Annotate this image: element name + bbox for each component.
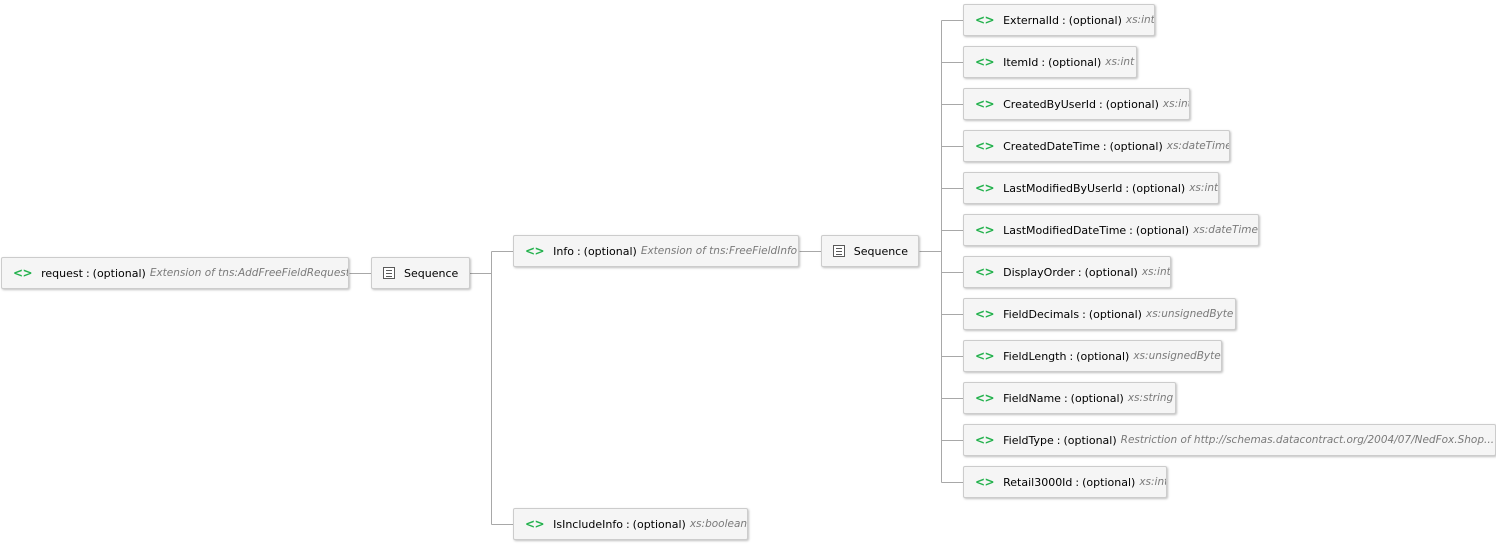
element-node-lastmodifiedbyuserid[interactable]: <> LastModifiedByUserId:(optional)xs:int — [963, 172, 1219, 204]
element-type: xs:int — [1162, 98, 1190, 110]
connector-seq2-children — [941, 20, 963, 483]
element-name: CreatedDateTime — [1003, 139, 1100, 153]
element-node-fieldlength[interactable]: <> FieldLength:(optional)xs:unsignedByte — [963, 340, 1222, 372]
element-type: Extension of tns:AddFreeFieldRequest — [149, 267, 349, 279]
element-optional: (optional) — [1048, 55, 1102, 69]
separator: : — [1102, 139, 1107, 153]
separator: : — [1082, 307, 1086, 321]
sequence-node-2[interactable]: Sequence — [821, 235, 919, 267]
element-icon: <> — [975, 139, 995, 153]
separator: : — [1129, 223, 1133, 237]
element-name: CreatedByUserId — [1003, 97, 1096, 111]
element-node-retail3000id[interactable]: <> Retail3000Id:(optional)xs:int — [963, 466, 1167, 498]
element-node-request[interactable]: <> request : (optional) Extension of tns… — [1, 257, 349, 289]
element-node-lastmodifieddatetime[interactable]: <> LastModifiedDateTime:(optional)xs:date… — [963, 214, 1259, 246]
element-optional: (optional) — [1105, 97, 1159, 111]
element-icon: <> — [975, 433, 995, 447]
separator: : — [1125, 181, 1130, 195]
element-node-isincludeinfo[interactable]: <> IsIncludeInfo : (optional) xs:boolean — [513, 508, 748, 540]
element-type: xs:unsignedByte — [1133, 350, 1221, 362]
element-name: FieldName — [1003, 391, 1061, 405]
element-node-fieldname[interactable]: <> FieldName:(optional)xs:string — [963, 382, 1176, 414]
separator: : — [1069, 349, 1074, 363]
element-node-createdbyuserid[interactable]: <> CreatedByUserId:(optional)xs:int — [963, 88, 1190, 120]
element-icon: <> — [525, 517, 545, 531]
element-icon: <> — [975, 349, 995, 363]
element-optional: (optional) — [1084, 265, 1138, 279]
sequence-icon — [383, 267, 395, 279]
element-icon: <> — [975, 391, 995, 405]
element-name: Retail3000Id — [1003, 475, 1073, 489]
element-icon: <> — [975, 307, 995, 321]
separator: : — [1099, 97, 1103, 111]
element-node-fieldtype[interactable]: <> FieldType:(optional)Restriction of htt… — [963, 424, 1496, 456]
element-name: FieldLength — [1003, 349, 1067, 363]
element-optional: (optional) — [1070, 391, 1124, 405]
element-name: DisplayOrder — [1003, 265, 1075, 279]
element-icon: <> — [13, 266, 33, 280]
element-icon: <> — [975, 265, 995, 279]
element-optional: (optional) — [1132, 181, 1186, 195]
element-name: FieldDecimals — [1003, 307, 1080, 321]
element-name: FieldType — [1003, 433, 1054, 447]
element-optional: (optional) — [1076, 349, 1130, 363]
separator: : — [576, 244, 581, 258]
element-icon: <> — [975, 181, 995, 195]
separator: : — [1056, 433, 1061, 447]
element-optional: (optional) — [1088, 307, 1142, 321]
element-node-externalid[interactable]: <> ExternalId:(optional)xs:int — [963, 4, 1155, 36]
separator: : — [1041, 55, 1046, 69]
sequence-label: Sequence — [853, 244, 908, 258]
element-node-createddatetime[interactable]: <> CreatedDateTime:(optional)xs:dateTime — [963, 130, 1230, 162]
element-optional: (optional) — [1068, 13, 1122, 27]
element-name: Info — [553, 244, 574, 258]
element-type: xs:int — [1189, 182, 1219, 194]
element-optional: (optional) — [583, 244, 637, 258]
element-icon: <> — [525, 244, 545, 258]
element-type: xs:dateTime — [1193, 224, 1258, 236]
element-optional: (optional) — [1109, 139, 1163, 153]
sequence-icon — [833, 245, 845, 257]
sequence-label: Sequence — [404, 266, 459, 280]
element-optional: (optional) — [1063, 433, 1117, 447]
element-name: ItemId — [1003, 55, 1039, 69]
separator: : — [1075, 475, 1080, 489]
separator: : — [1061, 13, 1066, 27]
element-type: xs:dateTime — [1166, 140, 1230, 152]
element-name: ExternalId — [1003, 13, 1059, 27]
element-name: LastModifiedDateTime — [1003, 223, 1127, 237]
element-type: xs:int — [1139, 476, 1167, 488]
element-node-displayorder[interactable]: <> DisplayOrder:(optional)xs:int — [963, 256, 1171, 288]
element-type: Extension of tns:FreeFieldInfo — [640, 245, 798, 257]
element-optional: (optional) — [92, 266, 146, 280]
element-icon: <> — [975, 223, 995, 237]
separator: : — [1063, 391, 1068, 405]
separator: : — [625, 517, 630, 531]
element-type: xs:string — [1127, 392, 1174, 404]
separator: : — [85, 266, 90, 280]
connector-seq1-children — [469, 251, 514, 525]
element-icon: <> — [975, 55, 995, 69]
sequence-node-1[interactable]: Sequence — [371, 257, 470, 289]
element-name: LastModifiedByUserId — [1003, 181, 1123, 195]
element-icon: <> — [975, 97, 995, 111]
element-icon: <> — [975, 475, 995, 489]
element-optional: (optional) — [1135, 223, 1190, 237]
element-name: IsIncludeInfo — [553, 517, 623, 531]
element-type: xs:unsignedByte — [1145, 308, 1234, 320]
element-type: xs:boolean — [689, 518, 748, 530]
element-icon: <> — [975, 13, 995, 27]
element-type: xs:int — [1105, 56, 1135, 68]
separator: : — [1077, 265, 1082, 279]
element-type: Restriction of http://schemas.datacontra… — [1120, 434, 1495, 446]
element-node-fielddecimals[interactable]: <> FieldDecimals:(optional)xs:unsignedByt… — [963, 298, 1236, 330]
element-type: xs:int — [1141, 266, 1171, 278]
element-name: request — [41, 266, 83, 280]
element-node-info[interactable]: <> Info : (optional) Extension of tns:Fr… — [513, 235, 799, 267]
element-optional: (optional) — [1082, 475, 1136, 489]
element-type: xs:int — [1125, 14, 1155, 26]
element-node-itemid[interactable]: <> ItemId:(optional)xs:int — [963, 46, 1137, 78]
element-optional: (optional) — [632, 517, 686, 531]
